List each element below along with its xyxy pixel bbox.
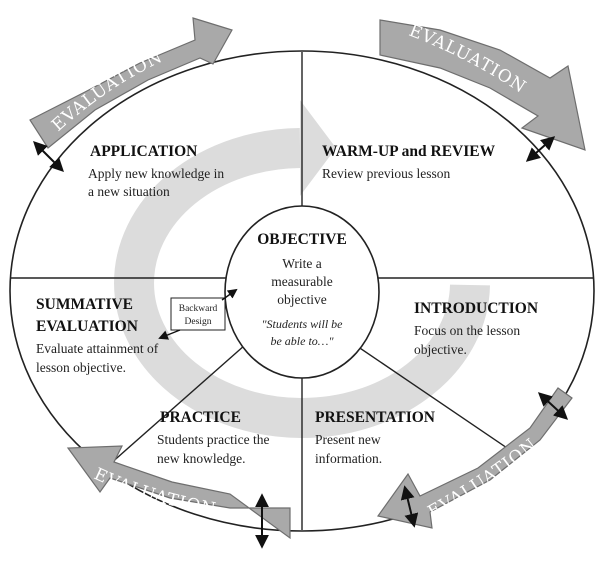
introduction-line1: Focus on the lesson (414, 323, 520, 338)
objective-line2: measurable (271, 274, 332, 289)
double-arrow-icon (537, 392, 569, 420)
double-arrow-icon (400, 485, 419, 528)
practice-line1: Students practice the (157, 432, 269, 447)
presentation-line2: information. (315, 451, 382, 466)
cycle-flow-arrowhead (300, 100, 336, 196)
introduction-line2: objective. (414, 342, 467, 357)
double-arrow-icon (33, 141, 64, 172)
divider-lower-left (91, 344, 246, 481)
summative-title-line2: EVALUATION (36, 318, 138, 335)
objective-line1: Write a (282, 256, 322, 271)
backward-design-line2: Design (185, 317, 212, 327)
warmup-line1: Review previous lesson (322, 166, 450, 181)
backward-design-arrow-to-summative (158, 329, 181, 340)
introduction-title: INTRODUCTION (414, 300, 538, 317)
summative-title-line1: SUMMATIVE (36, 296, 133, 313)
practice-line2: new knowledge. (157, 451, 245, 466)
objective-quote-line2: be able to…" (270, 334, 334, 348)
presentation-line1: Present new (315, 432, 381, 447)
application-title: APPLICATION (90, 143, 197, 160)
application-line1: Apply new knowledge in (88, 166, 224, 181)
practice-title: PRACTICE (160, 409, 241, 426)
summative-line1: Evaluate attainment of (36, 341, 159, 356)
objective-circle (224, 205, 380, 379)
presentation-title: PRESENTATION (315, 409, 435, 426)
objective-quote-line1: "Students will be (261, 317, 343, 331)
cycle-flow-band (114, 128, 490, 438)
warmup-title: WARM-UP and REVIEW (322, 143, 496, 160)
application-line2: a new situation (88, 184, 170, 199)
objective-title: OBJECTIVE (257, 231, 347, 248)
double-arrow-icon (525, 136, 556, 162)
backward-design-arrow-to-objective (221, 288, 238, 301)
backward-design-line1: Backward (179, 304, 218, 314)
objective-line3: objective (277, 292, 326, 307)
divider-lower-right (347, 339, 514, 453)
summative-line2: lesson objective. (36, 360, 126, 375)
backward-design-box: Backward Design (170, 297, 226, 331)
